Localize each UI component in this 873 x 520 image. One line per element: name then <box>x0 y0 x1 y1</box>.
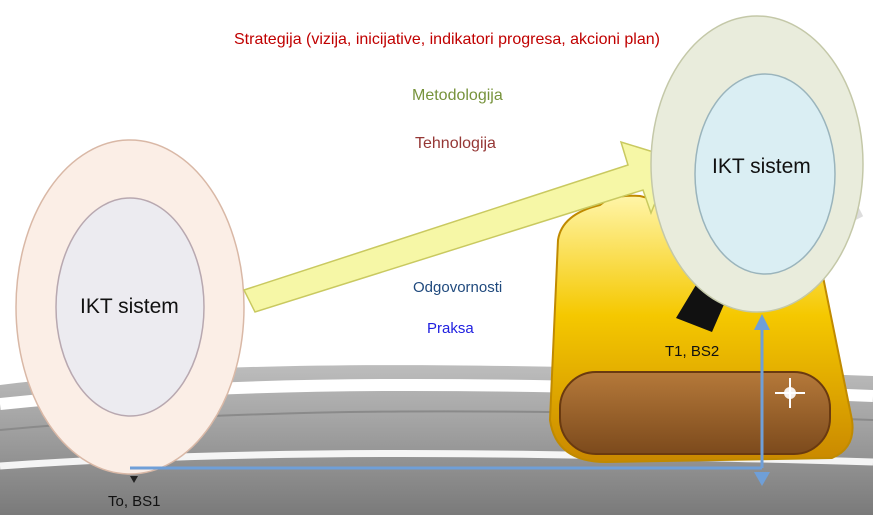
state-t0-label: To, BS1 <box>108 493 161 510</box>
technology-label: Tehnologija <box>415 135 496 153</box>
responsibilities-label: Odgovornosti <box>413 279 502 296</box>
practice-label: Praksa <box>427 320 474 337</box>
strategy-label: Strategija (vizija, inicijative, indikat… <box>234 31 660 49</box>
system-right-label: IKT sistem <box>712 155 811 179</box>
system-left-label: IKT sistem <box>80 295 179 319</box>
state-t1-label: T1, BS2 <box>665 343 719 360</box>
methodology-label: Metodologija <box>412 87 503 105</box>
